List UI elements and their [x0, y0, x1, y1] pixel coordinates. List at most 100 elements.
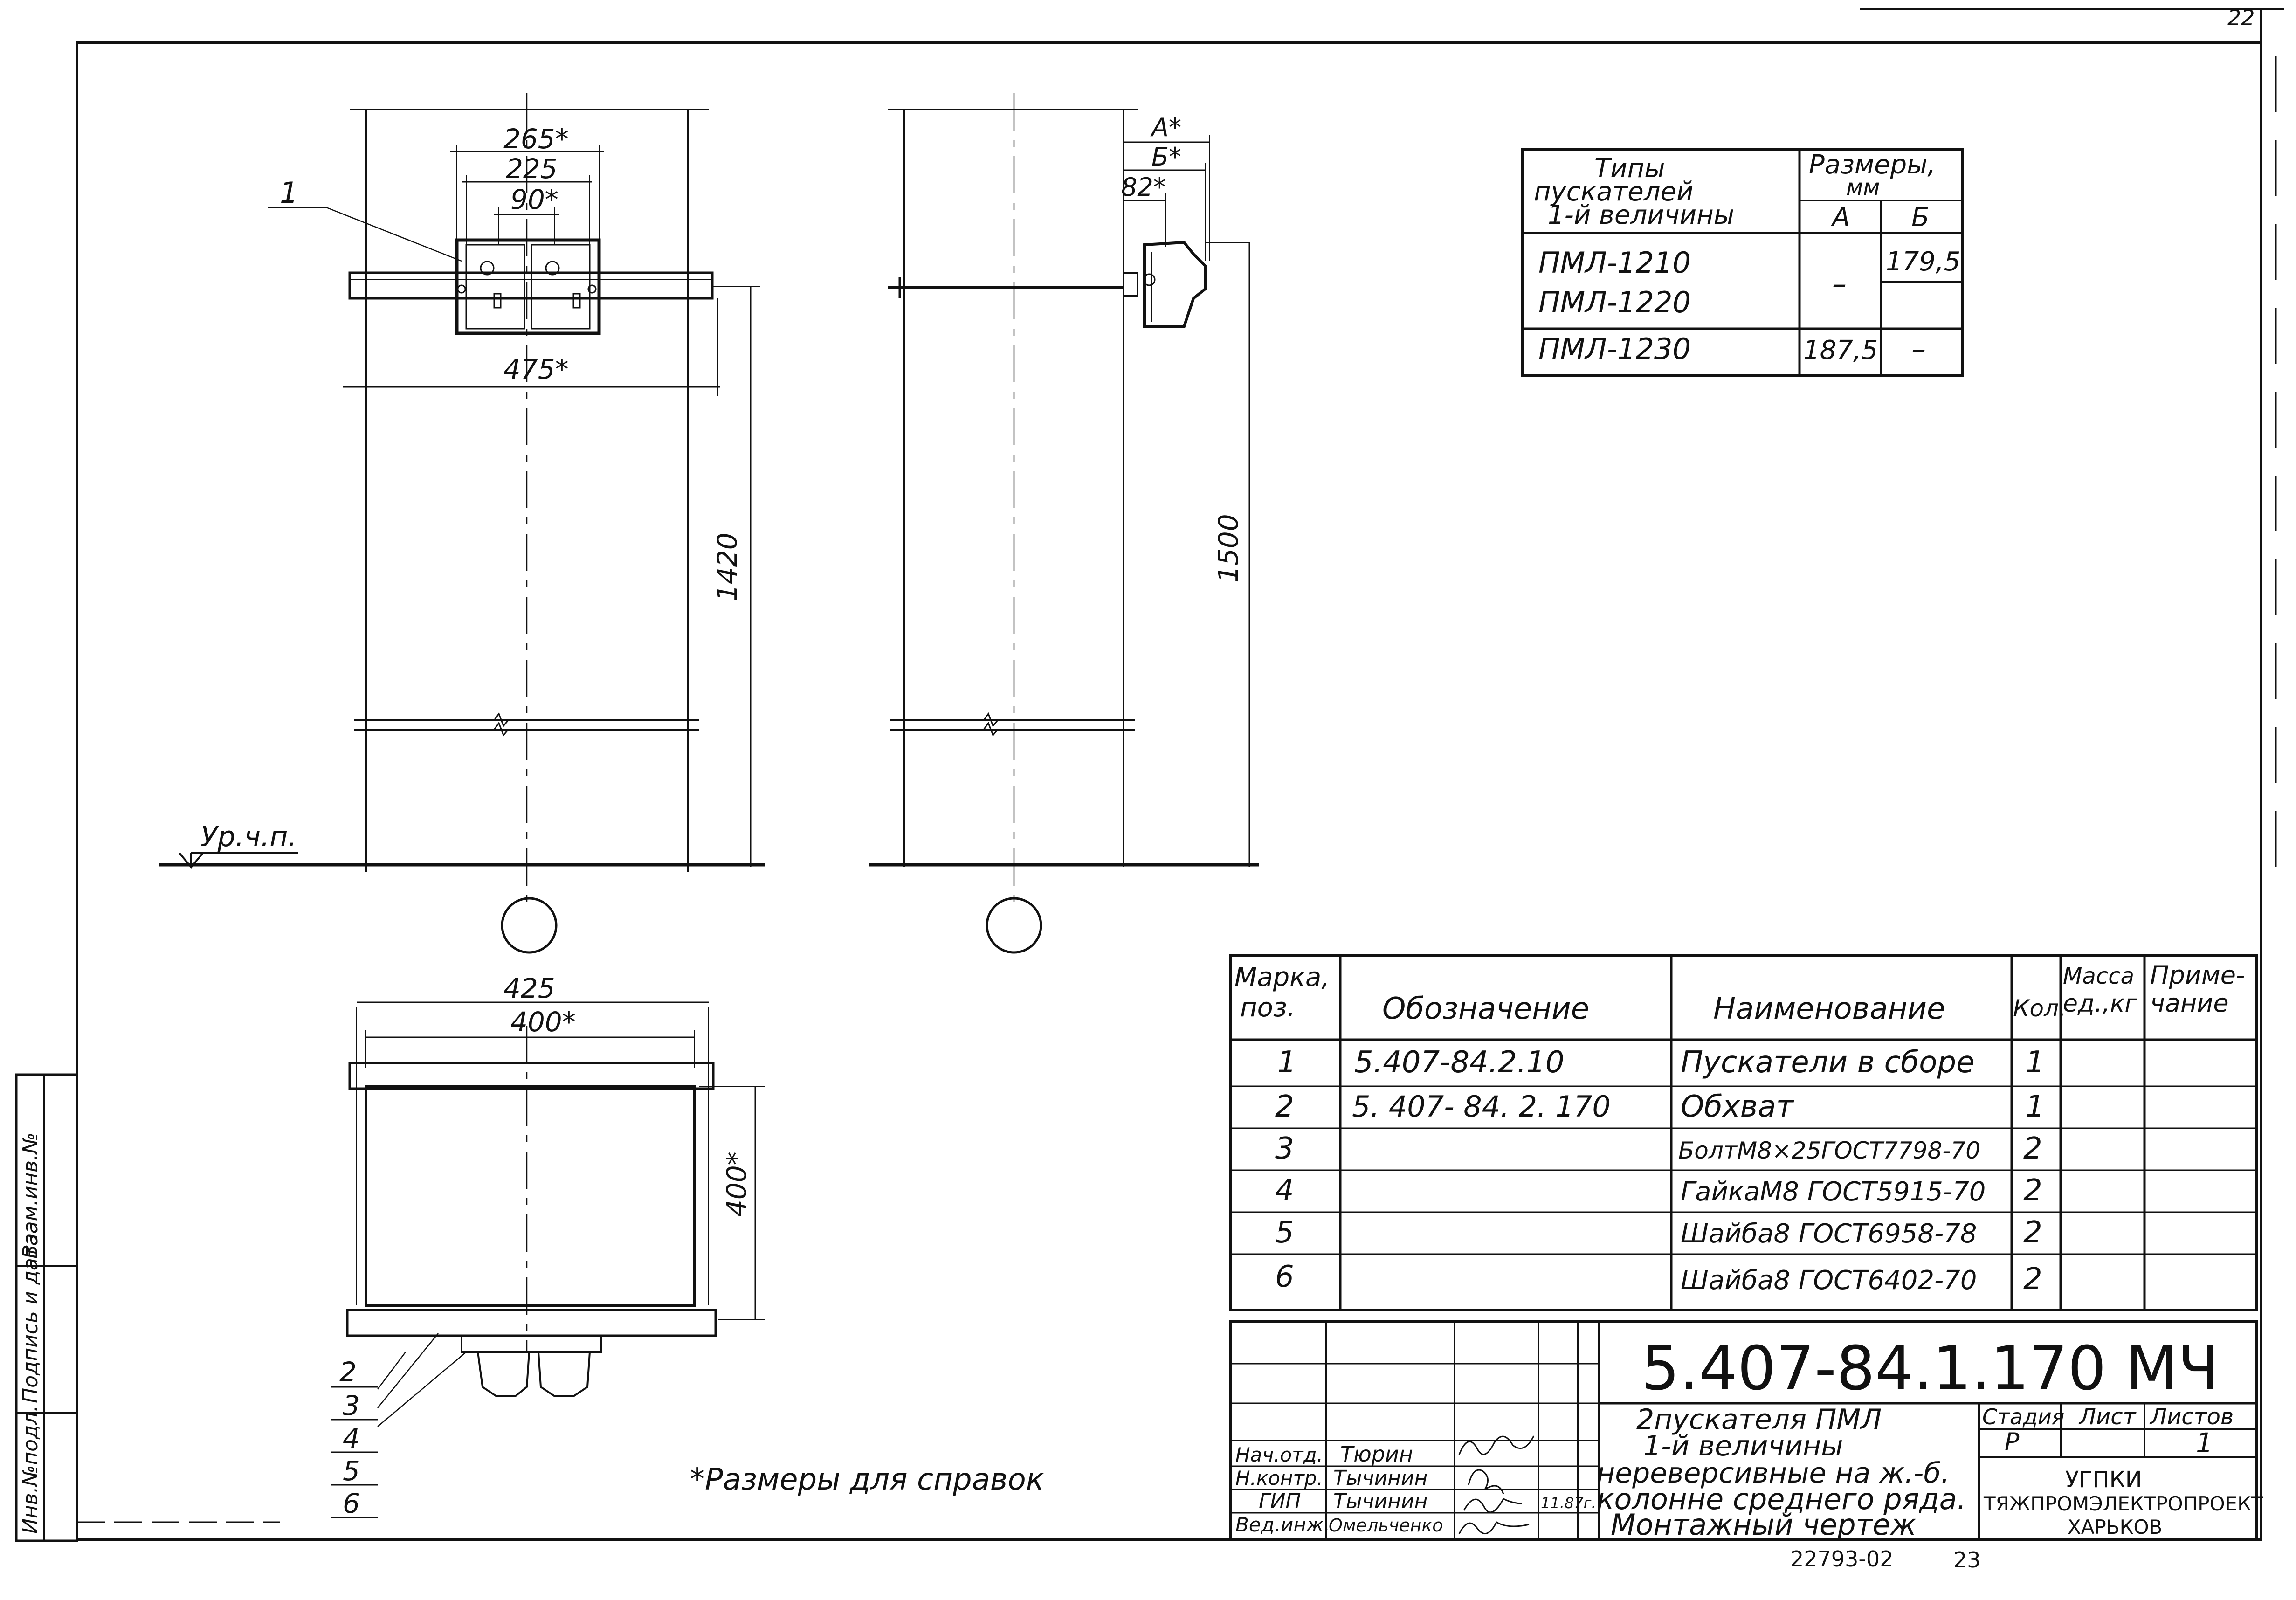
sheets-label: Листов [2149, 1404, 2234, 1430]
spec-row-name: Шайба8 ГОСТ6402-70 [1681, 1265, 1977, 1296]
spec-header-qty: Кол. [2013, 995, 2066, 1022]
front-dim-265: 265* [503, 123, 569, 155]
side-stamp-inv-label: Инв.№подл. [19, 1405, 42, 1534]
signature-mark [1468, 1469, 1504, 1495]
title-line: 1-й величины [1643, 1430, 1843, 1462]
sheets-value: 1 [2196, 1427, 2213, 1459]
side-stamp-sign-label: Подпись и дата [19, 1234, 42, 1403]
person-name: Тычинин [1333, 1466, 1427, 1490]
front-dim-475: 475* [503, 353, 569, 385]
org-line: ХАРЬКОВ [2068, 1516, 2162, 1538]
front-dim-225: 225 [506, 153, 558, 185]
stage-value: Р [2005, 1428, 2020, 1456]
spec-header-mark: Марка, [1234, 962, 1330, 993]
stage-label: Стадия [1982, 1404, 2064, 1429]
front-view-marker [501, 897, 558, 954]
types-header-line: пускателей [1534, 177, 1693, 207]
org-line: УГПКИ [2065, 1467, 2142, 1493]
front-dim-90: 90* [510, 184, 558, 215]
side-dim-a: А* [1150, 113, 1181, 142]
types-row-type: ПМЛ-1230 [1538, 332, 1691, 366]
spec-row-name: БолтМ8×25ГОСТ7798-70 [1678, 1137, 1980, 1164]
spec-row: 2 5. 407- 84. 2. 170 Обхват 1 [1275, 1090, 2045, 1124]
plan-position-label: 6 [343, 1488, 360, 1519]
spec-row-designation: 5.407-84.2.10 [1354, 1045, 1565, 1080]
types-row-b: 179,5 [1886, 247, 1960, 277]
spec-row-pos: 3 [1275, 1131, 1294, 1166]
title-block: 5.407-84.1.170 МЧ Стадия Лист Листов Р 1… [1229, 1320, 2263, 1542]
person-name: Тычинин [1333, 1490, 1427, 1513]
plan-dim-425: 425 [503, 972, 555, 1004]
col-b-header: Б [1911, 202, 1929, 233]
plan-position-label: 3 [343, 1390, 360, 1421]
title-line: 2пускателя ПМЛ [1636, 1403, 1882, 1436]
person-name: Тюрин [1340, 1441, 1413, 1467]
signature-mark [1458, 1435, 1535, 1455]
role-label: Нач.отд. [1235, 1443, 1323, 1466]
spec-header-note: Приме- [2150, 960, 2245, 990]
side-dim-1500: 1500 [1213, 514, 1244, 583]
spec-header-mass: Масса [2063, 963, 2134, 989]
types-header-line: 1-й величины [1548, 200, 1734, 230]
plan-position-label: 2 [339, 1356, 357, 1388]
types-header-line: Типы [1594, 153, 1665, 184]
spec-row-name: Шайба8 ГОСТ6958-78 [1681, 1219, 1977, 1249]
front-view: 265* 225 90* 475* 1420 1 Ур.ч.п. [159, 93, 765, 954]
floor-level-label: Ур.ч.п. [200, 821, 297, 853]
front-dim-1420: 1420 [711, 532, 743, 601]
types-row-type: ПМЛ-1210 [1538, 246, 1691, 280]
spec-row: 6 Шайба8 ГОСТ6402-70 2 [1275, 1260, 2042, 1297]
spec-row: 5 Шайба8 ГОСТ6958-78 2 [1275, 1215, 2042, 1250]
role-label: Н.контр. [1235, 1467, 1323, 1490]
plan-position-label: 5 [343, 1455, 360, 1487]
person-name: Омельченко [1329, 1515, 1443, 1536]
sizes-header-line: Размеры, [1809, 150, 1936, 180]
side-stamp-replace-label: Взам.инв.№ [19, 1132, 42, 1259]
spec-header-name: Наименование [1713, 992, 1945, 1026]
spec-row-pos: 4 [1275, 1173, 1294, 1208]
spec-row-pos: 1 [1277, 1045, 1296, 1080]
spec-row: 1 5.407-84.2.10 Пускатели в сборе 1 [1277, 1045, 2045, 1080]
plan-position-label: 4 [343, 1422, 360, 1454]
plan-position-labels: 2 3 4 5 6 [331, 1356, 378, 1519]
spec-row-qty: 2 [2023, 1131, 2042, 1166]
spec-row-qty: 1 [2026, 1045, 2045, 1080]
signature-mark [1458, 1521, 1530, 1534]
plan-dim-400-top: 400* [510, 1006, 576, 1038]
spec-row-qty: 2 [2023, 1262, 2042, 1297]
org-line: ТЯЖПРОМЭЛЕКТРОПРОЕКТ [1983, 1492, 2263, 1515]
spec-row-qty: 2 [2023, 1173, 2042, 1208]
spec-row-pos: 2 [1275, 1090, 1294, 1124]
role-label: Вед.инж. [1235, 1513, 1330, 1536]
sheet-corner-number: 22 [2227, 5, 2255, 30]
col-a-header: А [1831, 202, 1850, 233]
spec-row-qty: 1 [2026, 1090, 2045, 1124]
drawing-code: 5.407-84.1.170 МЧ [1641, 1333, 2220, 1404]
spec-row-name: Обхват [1681, 1090, 1794, 1124]
types-row-type: ПМЛ-1220 [1538, 285, 1691, 319]
spec-row: 4 ГайкаМ8 ГОСТ5915-70 2 [1275, 1173, 2042, 1208]
spec-row-qty: 2 [2023, 1215, 2042, 1250]
side-dim-b: Б* [1151, 142, 1181, 172]
sizes-header-line: мм [1846, 174, 1880, 200]
starter-types-table: Типы пускателей 1-й величины Размеры, мм… [1521, 148, 1964, 377]
spec-row-pos: 5 [1275, 1215, 1294, 1250]
spec-row-name: ГайкаМ8 ГОСТ5915-70 [1681, 1177, 1986, 1207]
role-label: ГИП [1259, 1490, 1301, 1513]
spec-header-note: чание [2150, 988, 2229, 1018]
side-stamp: Инв.№подл. Подпись и дата Взам.инв.№ [15, 1073, 78, 1542]
plan-view: 425 400* 400* 2 3 4 5 6 [331, 972, 765, 1519]
title-line: нереверсивные на ж.-б. [1597, 1457, 1950, 1490]
side-view-marker [986, 897, 1042, 954]
sheet-label: Лист [2078, 1404, 2137, 1430]
side-view: А* Б* 82* 1500 [869, 93, 1259, 954]
spec-header-designation: Обозначение [1382, 992, 1589, 1026]
signature-mark [1463, 1498, 1523, 1513]
spec-row-name: Пускатели в сборе [1681, 1045, 1974, 1080]
title-line: колонне среднего ряда. [1597, 1482, 1966, 1516]
spec-header-mass: ед.,кг [2063, 990, 2137, 1018]
side-dim-82: 82* [1121, 172, 1166, 202]
front-position-1: 1 [280, 176, 298, 210]
spec-header-mark: поз. [1240, 993, 1295, 1023]
